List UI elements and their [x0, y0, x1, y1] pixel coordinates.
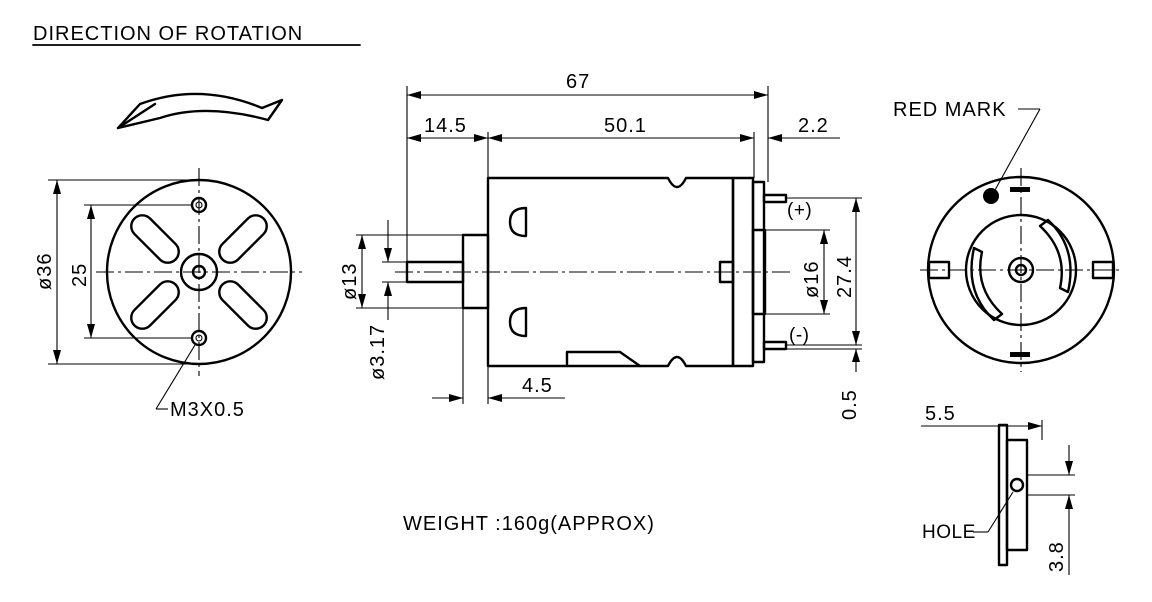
dim-boss-length: 4.5	[432, 308, 565, 404]
dim-terminal-width: 3.8	[1046, 445, 1073, 575]
dim-body-length-label: 50.1	[604, 115, 647, 137]
dim-boss-diameter-label: ø13	[339, 263, 361, 300]
rear-terminal-plus	[1010, 187, 1030, 192]
dim-rear-boss-diameter-label: ø16	[801, 261, 823, 298]
red-mark-dot	[983, 188, 999, 204]
terminal-detail-view	[997, 423, 1075, 567]
dim-terminal-thickness-label: 0.5	[839, 389, 861, 420]
rotation-arrow-icon	[116, 92, 284, 130]
dim-terminal-width-label: 3.8	[1046, 541, 1068, 572]
dim-boss-diameter: ø13	[339, 234, 463, 309]
dim-terminal-length: 5.5	[921, 403, 1043, 440]
mount-thread-callout: M3X0.5	[155, 344, 245, 421]
hole-callout: HOLE	[922, 491, 1014, 543]
weight-note: WEIGHT :160g(APPROX)	[403, 513, 655, 535]
rear-terminal-minus	[1010, 352, 1030, 357]
dim-rear-boss-diameter: ø16	[765, 229, 830, 315]
dim-mount-spacing-label: 25	[69, 263, 91, 287]
dim-shaft-extension-label: 14.5	[424, 115, 467, 137]
terminal-plus-label: (+)	[787, 200, 812, 221]
dim-terminal-spacing-label: 27.4	[834, 255, 856, 298]
dim-front-diameter-label: ø36	[34, 253, 56, 290]
dim-mount-spacing: 25	[69, 204, 192, 339]
dim-chain: 14.5 50.1 2.2	[407, 115, 840, 178]
dim-endcap-label: 2.2	[798, 115, 829, 137]
dim-terminal-thickness: 0.5	[786, 348, 862, 420]
dim-terminal-spacing: 27.4	[786, 197, 862, 346]
drawing-title: DIRECTION OF ROTATION	[33, 23, 303, 45]
dim-shaft-diameter-label: ø3.17	[367, 324, 389, 380]
vent-slots	[130, 214, 268, 330]
terminal-plus	[762, 193, 788, 204]
dim-boss-length-label: 4.5	[522, 375, 553, 397]
dim-front-diameter: ø36	[34, 179, 199, 365]
terminal-minus-label: (-)	[789, 325, 809, 346]
hole-label: HOLE	[922, 522, 976, 543]
rear-view	[920, 168, 1122, 372]
dim-overall-length-label: 67	[566, 71, 590, 93]
terminal-minus	[762, 340, 788, 351]
red-mark-label: RED MARK	[893, 99, 1007, 121]
front-view	[96, 168, 302, 376]
terminal-hole-icon	[1009, 477, 1025, 493]
dim-terminal-length-label: 5.5	[925, 403, 956, 425]
dim-overall-length: 67	[406, 71, 769, 262]
mount-thread-label: M3X0.5	[170, 399, 245, 421]
side-view	[395, 176, 790, 368]
dim-shaft-diameter: ø3.17	[367, 220, 407, 380]
red-mark-callout: RED MARK	[893, 99, 1041, 191]
